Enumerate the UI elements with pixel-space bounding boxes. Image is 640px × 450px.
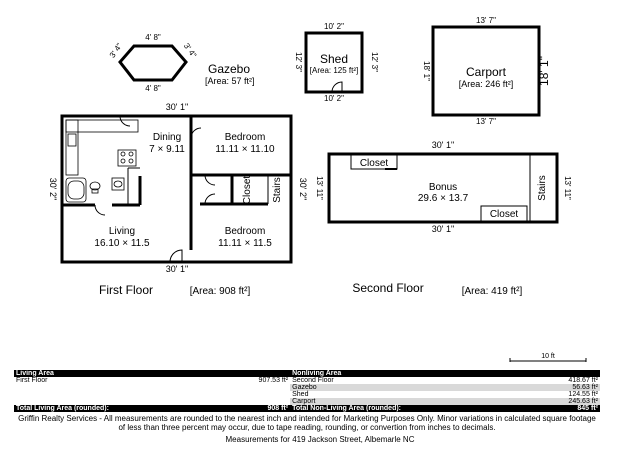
carport-dim-bottom: 13' 7" — [476, 117, 496, 126]
room-dining-name: Dining — [153, 132, 181, 143]
shed-dim-left: 12' 3" — [294, 52, 303, 72]
table-total-row: Total Living Area (rounded): 908 ft² Tot… — [14, 405, 600, 412]
gazebo-dim-side-b: 3' 4" — [182, 42, 198, 60]
shed: 10' 2" 10' 2" 12' 3" 12' 3" Shed [Area: … — [294, 22, 379, 103]
scale-bar: 10 ft — [509, 353, 587, 362]
gazebo-dim-top: 4' 8" — [145, 33, 161, 42]
total-living-label: Total Living Area (rounded): — [14, 405, 220, 412]
carport-dim-top: 13' 7" — [476, 16, 496, 25]
living-area-header: Living Area — [14, 370, 220, 377]
second-floor-title: Second Floor — [352, 281, 423, 295]
room-living-name: Living — [109, 226, 135, 237]
room-bonus-name: Bonus — [429, 182, 457, 193]
nonliving-row-value: 245.63 ft² — [528, 398, 600, 405]
gazebo-dim-side-a: 3' 4" — [108, 42, 124, 60]
first-floor-dim-left: 30' 2" — [48, 178, 58, 200]
gazebo-area: [Area: 57 ft²] — [205, 76, 255, 86]
carport-dim-right: 18' 1" — [537, 56, 551, 86]
table-row: Gazebo 56.63 ft² — [14, 384, 600, 391]
second-floor-closet-a: Closet — [360, 158, 389, 169]
room-bedroom-2-name: Bedroom — [225, 226, 266, 237]
gazebo-dim-bottom: 4' 8" — [145, 84, 161, 93]
gazebo: 4' 8" 4' 8" 3' 4" 3' 4" Gazebo [Area: 57… — [108, 33, 255, 93]
scale-label: 10 ft — [541, 353, 555, 360]
first-floor: 30' 1" 30' 1" 30' 2" 30' 2" — [48, 102, 308, 297]
total-nonliving-label: Total Non-Living Area (rounded): — [290, 405, 529, 412]
table-row: Shed 124.55 ft² — [14, 391, 600, 398]
room-dining-size: 7 × 9.11 — [149, 144, 185, 155]
nonliving-row-value: 56.63 ft² — [528, 384, 600, 391]
second-floor-dim-right: 13' 11" — [563, 176, 572, 200]
carport-dim-left: 18' 1" — [422, 61, 431, 81]
room-bedroom-1-size: 11.11 × 11.10 — [215, 144, 275, 155]
footer-address: Measurements for 419 Jackson Street, Alb… — [225, 435, 415, 444]
shed-name: Shed — [320, 52, 348, 66]
living-row-value: 907.53 ft² — [258, 377, 289, 384]
first-floor-title: First Floor — [99, 283, 153, 297]
nonliving-row-value: 124.55 ft² — [568, 391, 598, 398]
carport-area: [Area: 246 ft²] — [459, 79, 514, 89]
carport-name: Carport — [466, 65, 507, 79]
table-header-row: Living Area Nonliving Area — [14, 370, 600, 377]
table-row: First Floor 907.53 ft² Second Floor 418.… — [14, 377, 600, 384]
shed-dim-bottom: 10' 2" — [324, 94, 344, 103]
disclaimer: Griffin Realty Services - All measuremen… — [18, 414, 596, 432]
nonliving-row-value: 418.67 ft² — [568, 377, 598, 384]
second-floor-dim-top: 30' 1" — [432, 140, 454, 150]
shed-area: [Area: 125 ft²] — [310, 66, 358, 75]
first-floor-dim-right: 30' 2" — [298, 178, 308, 200]
carport: 13' 7" 13' 7" 18' 1" 18' 1" Carport [Are… — [422, 16, 551, 126]
second-floor: 30' 1" 30' 1" 13' 11" 13' 11" Closet Clo… — [315, 140, 572, 297]
room-bonus-size: 29.6 × 13.7 — [418, 193, 469, 204]
first-floor-stairs: Stairs — [272, 177, 283, 203]
second-floor-stairs: Stairs — [537, 175, 548, 201]
living-row-name: First Floor — [16, 377, 48, 384]
first-floor-dim-top: 30' 1" — [166, 102, 188, 112]
gazebo-name: Gazebo — [208, 62, 250, 76]
first-floor-area: [Area: 908 ft²] — [190, 286, 251, 297]
room-bedroom-1-name: Bedroom — [225, 132, 266, 143]
first-floor-closet: Closet — [242, 176, 253, 205]
area-table: Living Area Nonliving Area First Floor 9… — [14, 370, 600, 412]
second-floor-area: [Area: 419 ft²] — [462, 286, 523, 297]
nonliving-row-name: Gazebo — [290, 384, 529, 391]
second-floor-dim-left: 13' 11" — [315, 176, 324, 200]
nonliving-row-name: Second Floor — [292, 377, 334, 384]
table-row: Carport 245.63 ft² — [14, 398, 600, 405]
second-floor-dim-bottom: 30' 1" — [432, 224, 454, 234]
shed-dim-top: 10' 2" — [324, 22, 344, 31]
nonliving-row-name: Shed — [292, 391, 309, 398]
nonliving-row-name: Carport — [290, 398, 529, 405]
nonliving-area-header: Nonliving Area — [290, 370, 529, 377]
room-living-size: 16.10 × 11.5 — [94, 238, 150, 249]
shed-dim-right: 12' 3" — [370, 52, 379, 72]
second-floor-closet-b: Closet — [490, 209, 519, 220]
room-bedroom-2-size: 11.11 × 11.5 — [218, 238, 272, 249]
total-living-value: 908 ft² — [219, 405, 291, 412]
first-floor-dim-bottom: 30' 1" — [166, 264, 188, 274]
total-nonliving-value: 845 ft² — [528, 405, 600, 412]
